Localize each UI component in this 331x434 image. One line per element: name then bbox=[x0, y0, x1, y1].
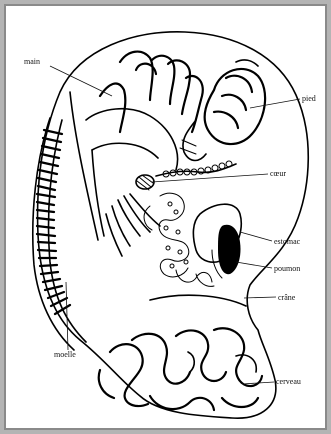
label-estomac: estomac bbox=[274, 237, 301, 246]
label-cerveau: cerveau bbox=[276, 377, 301, 386]
label-poumon: poumon bbox=[274, 264, 300, 273]
label-main: main bbox=[24, 57, 40, 66]
label-pied: pied bbox=[302, 94, 316, 103]
label-moelle: moelle bbox=[54, 350, 76, 359]
label-coeur: cœur bbox=[270, 169, 286, 178]
label-crane: crâne bbox=[278, 293, 296, 302]
